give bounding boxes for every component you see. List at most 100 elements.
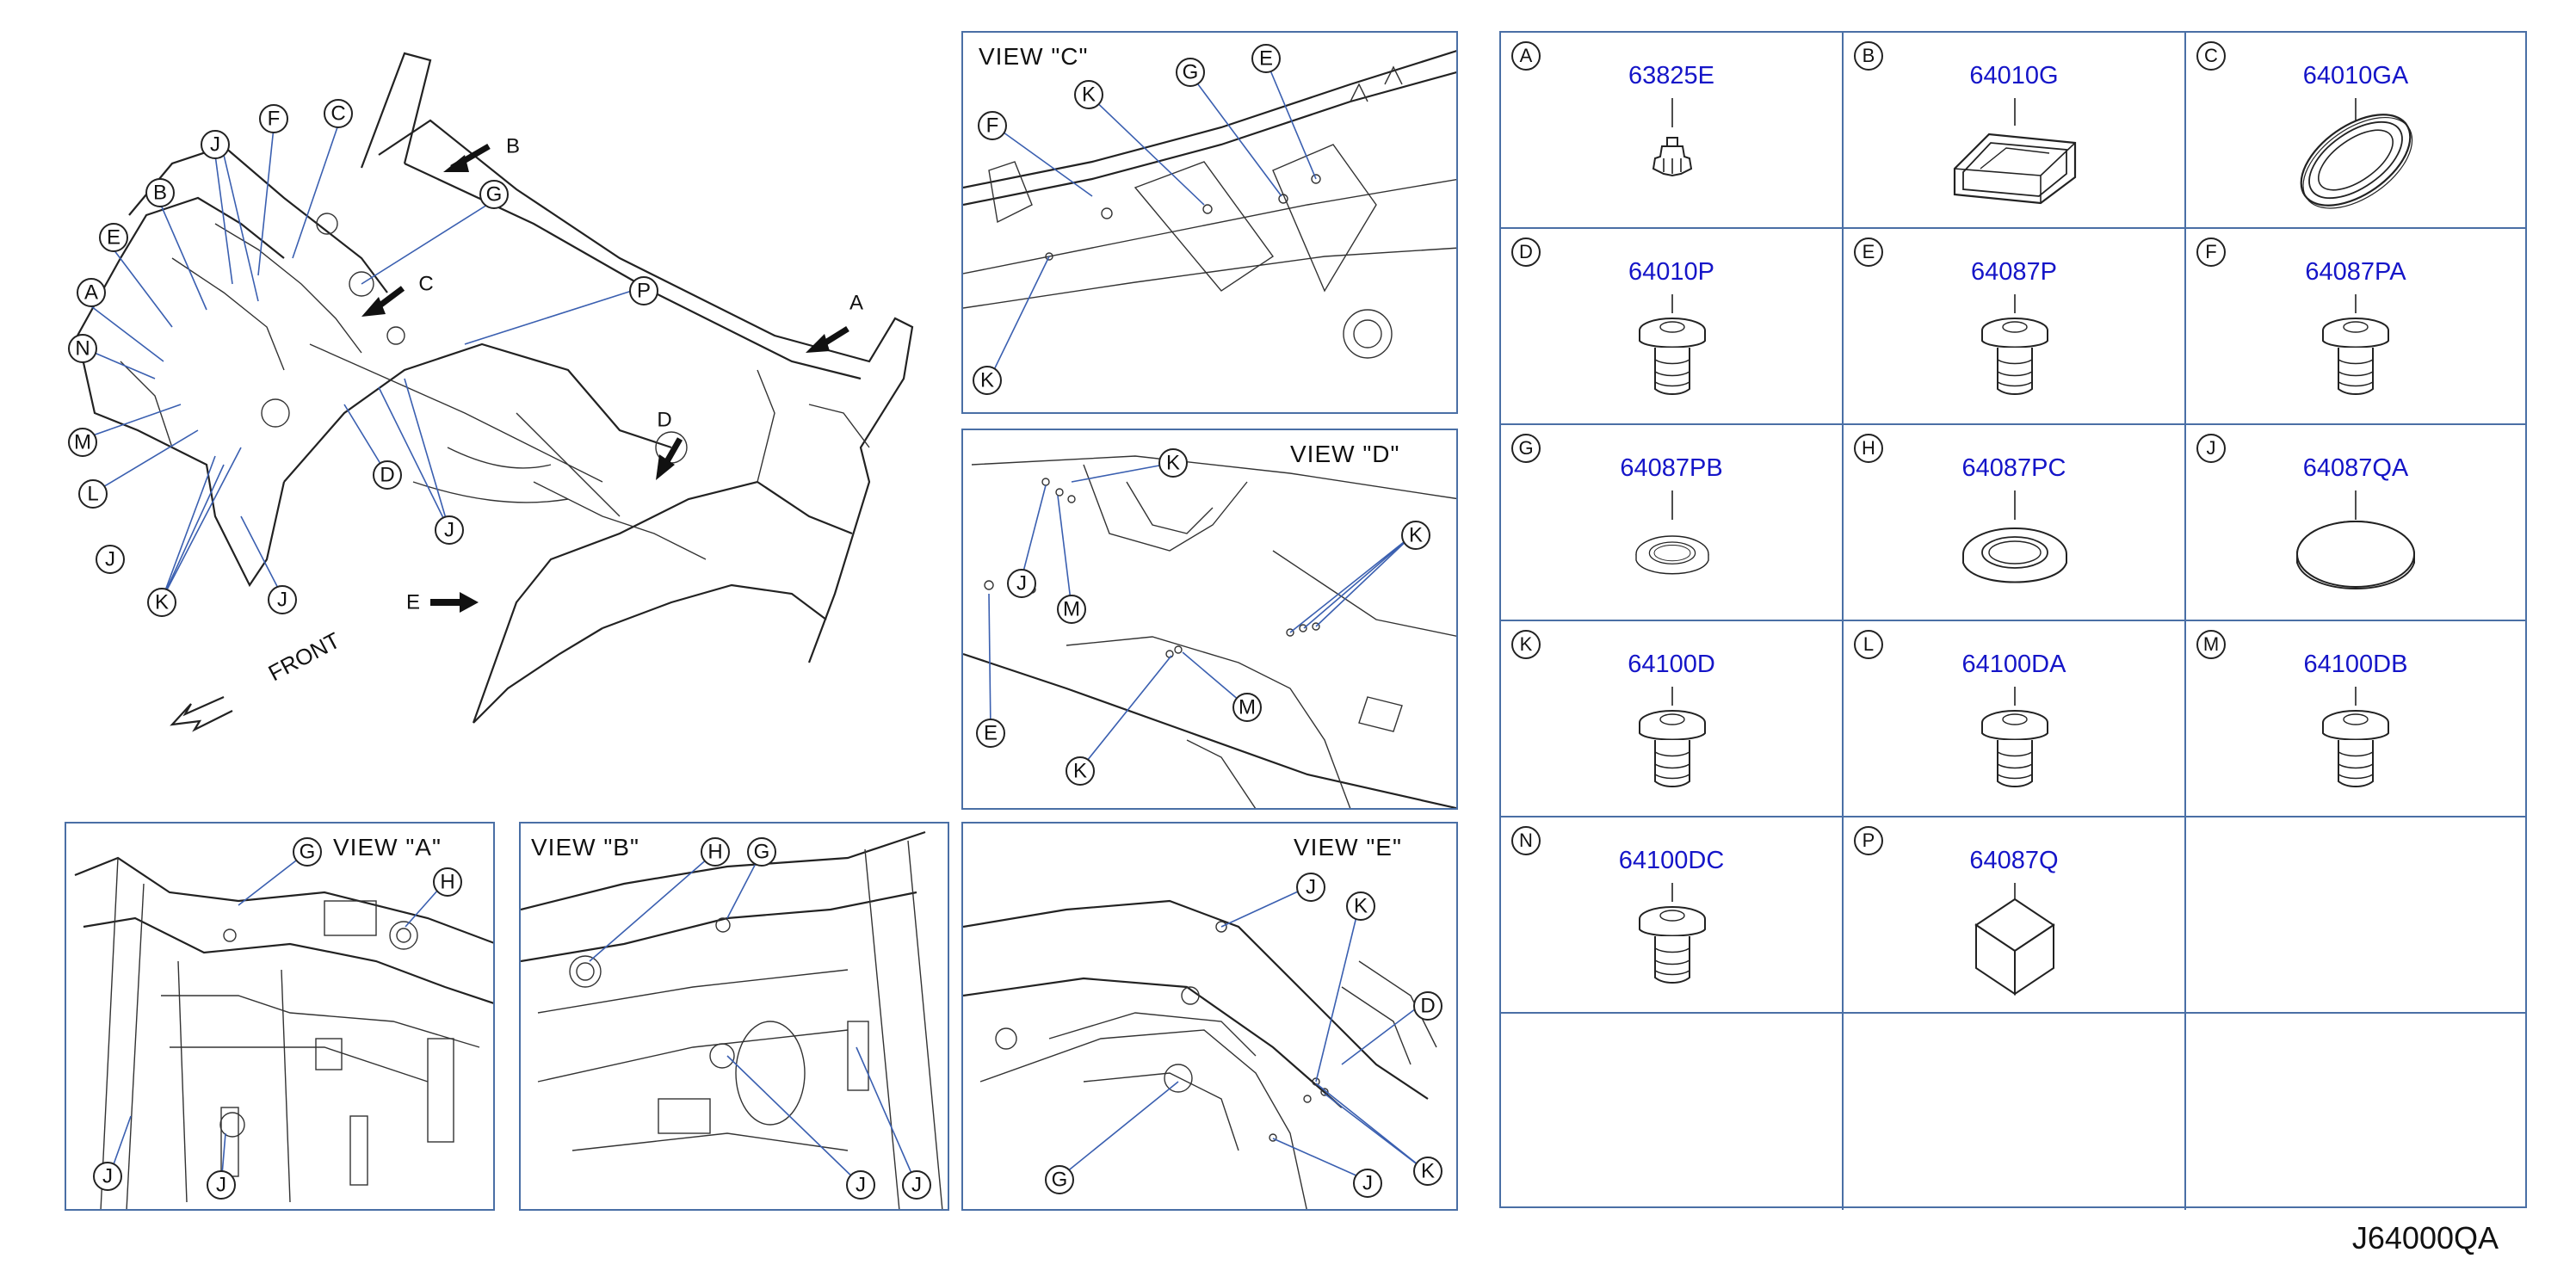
part-letter: K bbox=[1511, 630, 1541, 659]
view-a-callout-j-left: J bbox=[93, 1162, 122, 1191]
part-cell-a: A 63825E bbox=[1501, 33, 1844, 229]
view-b-title: VIEW "B" bbox=[531, 834, 639, 861]
view-d-drawing bbox=[963, 455, 1456, 808]
svg-text:J: J bbox=[216, 1174, 226, 1197]
view-d-callout-k-bottom: K bbox=[1066, 756, 1095, 786]
view-e-callout-k-bottom: K bbox=[1413, 1157, 1442, 1186]
plug-icon bbox=[1981, 687, 2048, 787]
front-direction-indicator: FRONT bbox=[170, 627, 344, 732]
view-b-callout-g: G bbox=[747, 837, 776, 867]
view-e-callouts: J K D G J K bbox=[1045, 873, 1442, 1198]
callout-j-right: J bbox=[435, 515, 464, 545]
svg-text:A: A bbox=[84, 281, 98, 305]
part-letter: B bbox=[1854, 41, 1883, 71]
svg-text:K: K bbox=[980, 369, 994, 392]
svg-text:H: H bbox=[440, 871, 454, 894]
main-callouts: J F C B G E P A N M L D J J K J bbox=[68, 99, 658, 617]
view-d-callout-k-top: K bbox=[1158, 448, 1188, 478]
part-number: 64087P bbox=[1971, 258, 2057, 286]
view-d-callout-m-right: M bbox=[1232, 693, 1262, 722]
svg-text:K: K bbox=[155, 591, 169, 614]
part-number: 64100DB bbox=[2303, 651, 2408, 678]
svg-text:J: J bbox=[1016, 572, 1027, 595]
part-cell-empty bbox=[1501, 1014, 1844, 1210]
part-cell-empty bbox=[1844, 1014, 2186, 1210]
flat-cap-icon bbox=[2296, 490, 2415, 589]
callout-j-left: J bbox=[96, 545, 125, 574]
part-letter: P bbox=[1854, 826, 1883, 855]
view-arrow-c: C bbox=[361, 273, 434, 317]
callout-b: B bbox=[145, 178, 175, 207]
part-letter: N bbox=[1511, 826, 1541, 855]
view-c-callout-e: E bbox=[1251, 44, 1281, 73]
view-arrow-label-e: E bbox=[406, 591, 420, 614]
part-letter: F bbox=[2196, 238, 2226, 267]
svg-text:J: J bbox=[1362, 1172, 1373, 1195]
svg-text:E: E bbox=[984, 722, 998, 745]
view-d-title: VIEW "D" bbox=[1290, 441, 1400, 467]
svg-text:H: H bbox=[707, 841, 722, 864]
view-c-callout-g: G bbox=[1176, 58, 1205, 87]
svg-text:J: J bbox=[210, 133, 220, 157]
view-e-callout-j-top: J bbox=[1296, 873, 1325, 902]
svg-text:J: J bbox=[444, 519, 454, 542]
callout-e: E bbox=[99, 223, 128, 252]
callout-m: M bbox=[68, 428, 97, 457]
svg-text:K: K bbox=[1409, 524, 1423, 547]
view-b-callout-j-right: J bbox=[902, 1170, 931, 1200]
svg-text:J: J bbox=[277, 589, 287, 612]
view-b-callouts: H G J J bbox=[589, 837, 931, 1200]
svg-text:J: J bbox=[856, 1174, 866, 1197]
part-letter: G bbox=[1511, 434, 1541, 463]
view-a-callouts: G H J J bbox=[93, 837, 462, 1200]
part-letter: A bbox=[1511, 41, 1541, 71]
callout-a: A bbox=[77, 278, 106, 307]
callout-p: P bbox=[629, 276, 658, 305]
svg-text:J: J bbox=[105, 548, 115, 571]
view-c-callout-f: F bbox=[978, 111, 1007, 140]
view-e-callout-d: D bbox=[1413, 991, 1442, 1021]
oval-grommet-icon bbox=[2300, 98, 2413, 209]
part-number: 64100DC bbox=[1618, 847, 1725, 874]
view-d-callout-e: E bbox=[976, 719, 1005, 748]
part-number: 64087PB bbox=[1620, 454, 1723, 482]
part-number: 64010G bbox=[1969, 62, 2059, 89]
view-e-drawing bbox=[963, 899, 1437, 1209]
svg-text:K: K bbox=[1082, 83, 1096, 107]
part-cell-b: B 64010G bbox=[1844, 33, 2186, 229]
part-cell-empty bbox=[2186, 1014, 2525, 1210]
part-number: 64087Q bbox=[1969, 847, 2059, 874]
view-a-drawing bbox=[74, 856, 493, 1209]
part-number: 63825E bbox=[1628, 62, 1714, 89]
svg-text:G: G bbox=[486, 183, 503, 207]
view-c-title: VIEW "C" bbox=[979, 43, 1089, 70]
view-d-callouts: K J M K E M K bbox=[976, 448, 1430, 786]
svg-text:K: K bbox=[1166, 452, 1180, 475]
callout-c: C bbox=[324, 99, 353, 128]
callout-f: F bbox=[259, 104, 288, 133]
part-letter: E bbox=[1854, 238, 1883, 267]
svg-text:M: M bbox=[74, 431, 91, 454]
view-arrow-label-a: A bbox=[849, 292, 863, 315]
callout-n: N bbox=[68, 334, 97, 363]
plug-icon bbox=[2322, 294, 2389, 395]
view-c-callout-k-bottom: K bbox=[973, 366, 1002, 395]
view-c-callout-k-top: K bbox=[1074, 80, 1103, 109]
view-d-callout-k-right: K bbox=[1401, 521, 1430, 550]
part-letter: D bbox=[1511, 238, 1541, 267]
callout-k: K bbox=[147, 588, 176, 617]
svg-text:J: J bbox=[1306, 876, 1316, 899]
ring-plug-icon bbox=[1635, 490, 1709, 575]
svg-text:M: M bbox=[1239, 696, 1256, 719]
svg-text:J: J bbox=[911, 1174, 922, 1197]
view-d-callout-m-left: M bbox=[1057, 595, 1086, 624]
